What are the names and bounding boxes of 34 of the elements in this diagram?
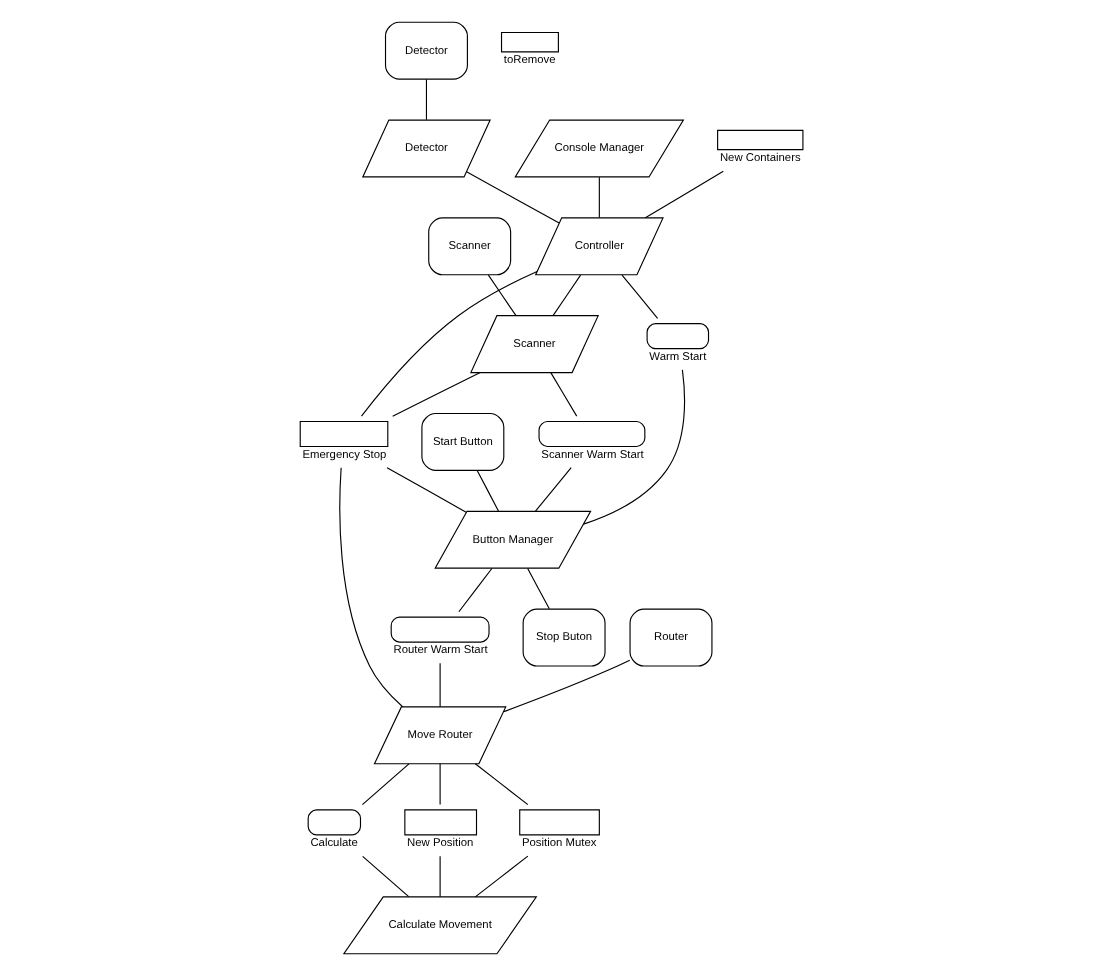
connector xyxy=(473,855,528,898)
connector xyxy=(438,662,440,708)
connector xyxy=(475,470,498,512)
connector xyxy=(359,270,537,417)
connector xyxy=(424,78,427,121)
connector xyxy=(360,763,409,806)
connector xyxy=(597,176,599,219)
connector xyxy=(549,372,577,417)
connector xyxy=(391,372,480,417)
connector xyxy=(465,171,559,224)
node-box xyxy=(537,420,645,448)
node-box xyxy=(518,809,599,836)
node-box xyxy=(499,31,558,53)
connector xyxy=(361,855,409,898)
connector xyxy=(338,467,403,708)
node-box xyxy=(298,420,388,448)
connector xyxy=(438,855,440,898)
node-box xyxy=(306,809,361,836)
node-box xyxy=(389,616,489,643)
node-box xyxy=(716,129,803,151)
connector xyxy=(486,274,516,316)
connector xyxy=(473,763,528,806)
connector xyxy=(643,170,723,219)
connector xyxy=(533,467,571,512)
connector xyxy=(551,274,581,316)
connector xyxy=(526,567,549,610)
connector xyxy=(620,274,658,319)
connector xyxy=(385,467,466,513)
node-box xyxy=(403,809,477,836)
node-box xyxy=(645,323,709,350)
connector xyxy=(457,567,492,613)
connector xyxy=(581,369,685,525)
connector xyxy=(502,659,630,713)
connector xyxy=(438,763,440,806)
